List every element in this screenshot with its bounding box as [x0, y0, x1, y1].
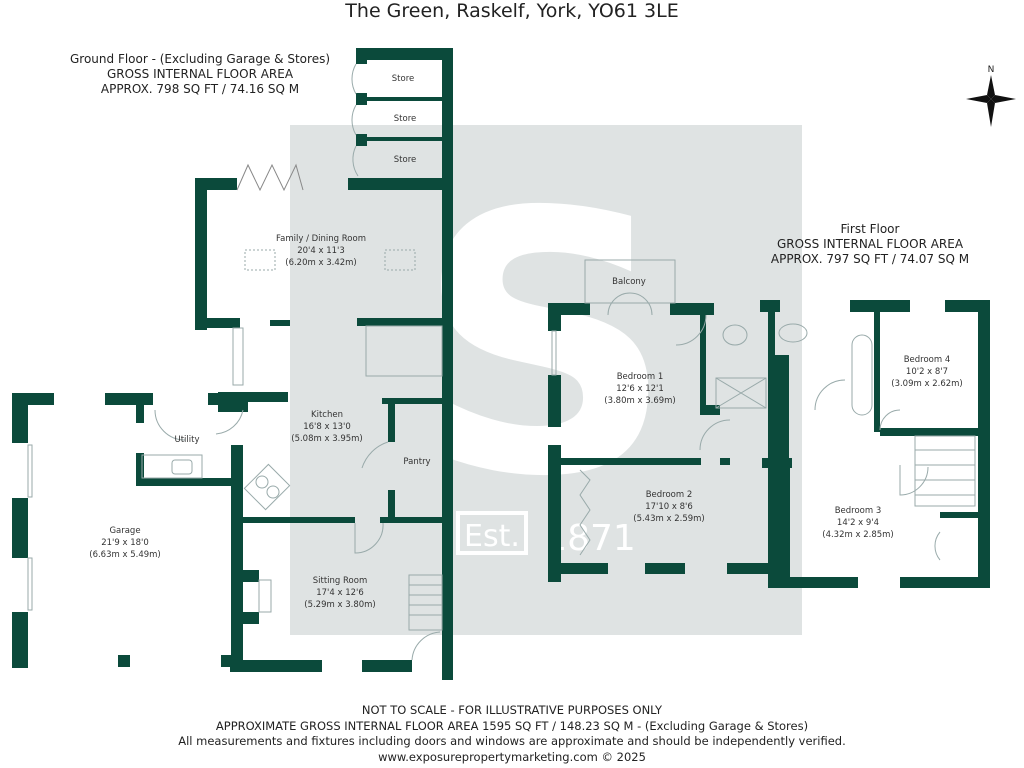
ground-floor-area: APPROX. 798 SQ FT / 74.16 SQ M	[100, 82, 300, 96]
footer-measurements-note: All measurements and fixtures including …	[178, 734, 846, 748]
svg-text:Bedroom 4: Bedroom 4	[904, 355, 951, 365]
watermark-box	[290, 125, 802, 635]
room-bedroom-3: Bedroom 3 14'2 x 9'4 (4.32m x 2.85m)	[822, 506, 893, 540]
room-sitting-room: Sitting Room 17'4 x 12'6 (5.29m x 3.80m)	[304, 576, 375, 610]
first-floor-area: APPROX. 797 SQ FT / 74.07 SQ M	[770, 252, 970, 266]
svg-text:Family / Dining Room: Family / Dining Room	[276, 234, 366, 244]
svg-text:17'10 x 8'6: 17'10 x 8'6	[645, 502, 693, 512]
svg-text:(3.09m x 2.62m): (3.09m x 2.62m)	[891, 379, 962, 389]
svg-text:(4.32m x 2.85m): (4.32m x 2.85m)	[822, 530, 893, 540]
watermark-letter: S	[415, 136, 674, 555]
room-bedroom-1: Bedroom 1 12'6 x 12'1 (3.80m x 3.69m)	[604, 372, 675, 406]
svg-text:12'6 x 12'1: 12'6 x 12'1	[616, 384, 664, 394]
svg-text:(5.08m x 3.95m): (5.08m x 3.95m)	[291, 434, 362, 444]
ground-floor-area-block: Ground Floor - (Excluding Garage & Store…	[40, 52, 360, 97]
ground-floor-gia-label: GROSS INTERNAL FLOOR AREA	[106, 67, 294, 81]
property-address: The Green, Raskelf, York, YO61 3LE	[345, 0, 679, 22]
svg-text:(3.80m x 3.69m): (3.80m x 3.69m)	[604, 396, 675, 406]
svg-text:Garage: Garage	[109, 526, 140, 536]
room-family-dining: Family / Dining Room 20'4 x 11'3 (6.20m …	[276, 234, 366, 268]
room-label-store-3: Store	[394, 155, 416, 165]
room-kitchen: Kitchen 16'8 x 13'0 (5.08m x 3.95m)	[291, 410, 362, 444]
ground-floor-fixtures	[27, 63, 443, 661]
room-label-store-2: Store	[394, 114, 416, 124]
room-label-utility: Utility	[174, 435, 199, 445]
svg-text:Bedroom 1: Bedroom 1	[617, 372, 664, 382]
first-floor-gia-label: GROSS INTERNAL FLOOR AREA	[776, 237, 964, 251]
footer-total-area: APPROXIMATE GROSS INTERNAL FLOOR AREA 15…	[215, 718, 809, 733]
first-floor-area-block: First Floor GROSS INTERNAL FLOOR AREA AP…	[720, 222, 1020, 267]
ground-floor-walls	[12, 48, 453, 680]
svg-text:Bedroom 3: Bedroom 3	[835, 506, 882, 516]
room-garage: Garage 21'9 x 18'0 (6.63m x 5.49m)	[89, 526, 160, 560]
room-labels: Store Store Store Family / Dining Room 2…	[89, 74, 962, 610]
svg-text:10'2 x 8'7: 10'2 x 8'7	[906, 367, 948, 377]
svg-text:(5.43m x 2.59m): (5.43m x 2.59m)	[633, 514, 704, 524]
svg-text:(5.29m x 3.80m): (5.29m x 3.80m)	[304, 600, 375, 610]
room-label-store-1: Store	[392, 74, 414, 84]
first-floor-walls	[548, 300, 990, 588]
svg-text:16'8 x 13'0: 16'8 x 13'0	[303, 422, 351, 432]
room-bedroom-4: Bedroom 4 10'2 x 8'7 (3.09m x 2.62m)	[891, 355, 962, 389]
compass-north-label: N	[988, 65, 995, 75]
first-floor-heading: First Floor	[840, 222, 900, 236]
svg-text:20'4 x 11'3: 20'4 x 11'3	[297, 246, 345, 256]
svg-text:17'4 x 12'6: 17'4 x 12'6	[316, 588, 364, 598]
room-bedroom-2: Bedroom 2 17'10 x 8'6 (5.43m x 2.59m)	[633, 490, 704, 524]
compass-rose-icon: N	[966, 65, 1016, 127]
room-label-pantry: Pantry	[403, 457, 430, 467]
footer-website: www.exposurepropertymarketing.com © 2025	[378, 749, 646, 764]
svg-text:21'9 x 18'0: 21'9 x 18'0	[101, 538, 149, 548]
watermark-est: Est.	[464, 519, 520, 554]
svg-text:(6.20m x 3.42m): (6.20m x 3.42m)	[285, 258, 356, 268]
footer-disclaimer: NOT TO SCALE - FOR ILLUSTRATIVE PURPOSES…	[361, 703, 663, 717]
footer: NOT TO SCALE - FOR ILLUSTRATIVE PURPOSES…	[0, 703, 1024, 765]
svg-text:Sitting Room: Sitting Room	[313, 576, 367, 586]
svg-text:Bedroom 2: Bedroom 2	[646, 490, 693, 500]
ground-floor-heading: Ground Floor - (Excluding Garage & Store…	[69, 52, 331, 66]
room-label-balcony: Balcony	[612, 277, 646, 287]
svg-text:14'2 x 9'4: 14'2 x 9'4	[837, 518, 879, 528]
svg-text:(6.63m x 5.49m): (6.63m x 5.49m)	[89, 550, 160, 560]
first-floor-fixtures	[551, 259, 976, 561]
svg-text:Kitchen: Kitchen	[311, 410, 343, 420]
